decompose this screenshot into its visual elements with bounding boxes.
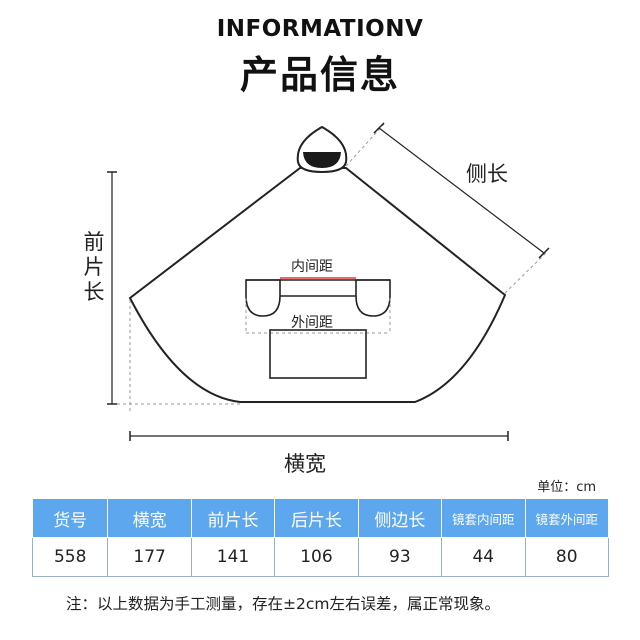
- measurement-note: 注：以上数据为手工测量，存在±2cm左右误差，属正常现象。: [66, 595, 500, 613]
- side-cap-bottom: [538, 247, 550, 259]
- side-ext-top: [345, 123, 385, 167]
- col-front-length: 前片长: [190, 498, 276, 538]
- outer-spacing-label: 外间距: [291, 315, 333, 331]
- table-row: 558 177 141 106 93 44 80: [31, 537, 609, 577]
- spec-header-row: 货号 横宽 前片长 后片长 侧边长 镜套内间距 镜套外间距: [31, 498, 609, 538]
- hood-opening: [303, 152, 341, 168]
- spec-table: 货号 横宽 前片长 后片长 侧边长 镜套内间距 镜套外间距 558 177 14…: [31, 498, 609, 577]
- title-chinese: 产品信息: [239, 53, 400, 97]
- col-lens-outer-spacing: 镜套外间距: [524, 498, 609, 538]
- right-lens-pocket: [355, 279, 391, 317]
- cell-front-length: 141: [190, 537, 276, 577]
- title-english: INFORMATIONV: [216, 16, 424, 42]
- cell-lens-inner-spacing: 44: [441, 537, 526, 577]
- cell-back-length: 106: [274, 537, 359, 577]
- cell-width: 177: [107, 537, 192, 577]
- cell-item-no: 558: [31, 537, 109, 577]
- col-item-no: 货号: [31, 498, 109, 538]
- inner-spacing-label: 内间距: [291, 259, 333, 275]
- poncho-outline: [128, 167, 507, 403]
- col-lens-inner-spacing: 镜套内间距: [441, 498, 526, 538]
- width-label: 横宽: [284, 452, 326, 476]
- col-side-length: 侧边长: [357, 498, 443, 538]
- front-length-label: 前片长: [83, 230, 105, 304]
- side-ext-bottom: [504, 251, 548, 294]
- cell-lens-outer-spacing: 80: [524, 537, 609, 577]
- left-lens-pocket: [245, 279, 281, 317]
- side-length-label: 侧长: [466, 162, 508, 186]
- poncho-diagram: [107, 122, 550, 441]
- poncho-window: [269, 329, 367, 379]
- cell-side-length: 93: [357, 537, 443, 577]
- side-cap-top: [373, 122, 385, 134]
- col-width: 横宽: [107, 498, 192, 538]
- col-back-length: 后片长: [274, 498, 359, 538]
- side-length-line: [378, 127, 545, 254]
- unit-label: 单位：cm: [537, 480, 596, 495]
